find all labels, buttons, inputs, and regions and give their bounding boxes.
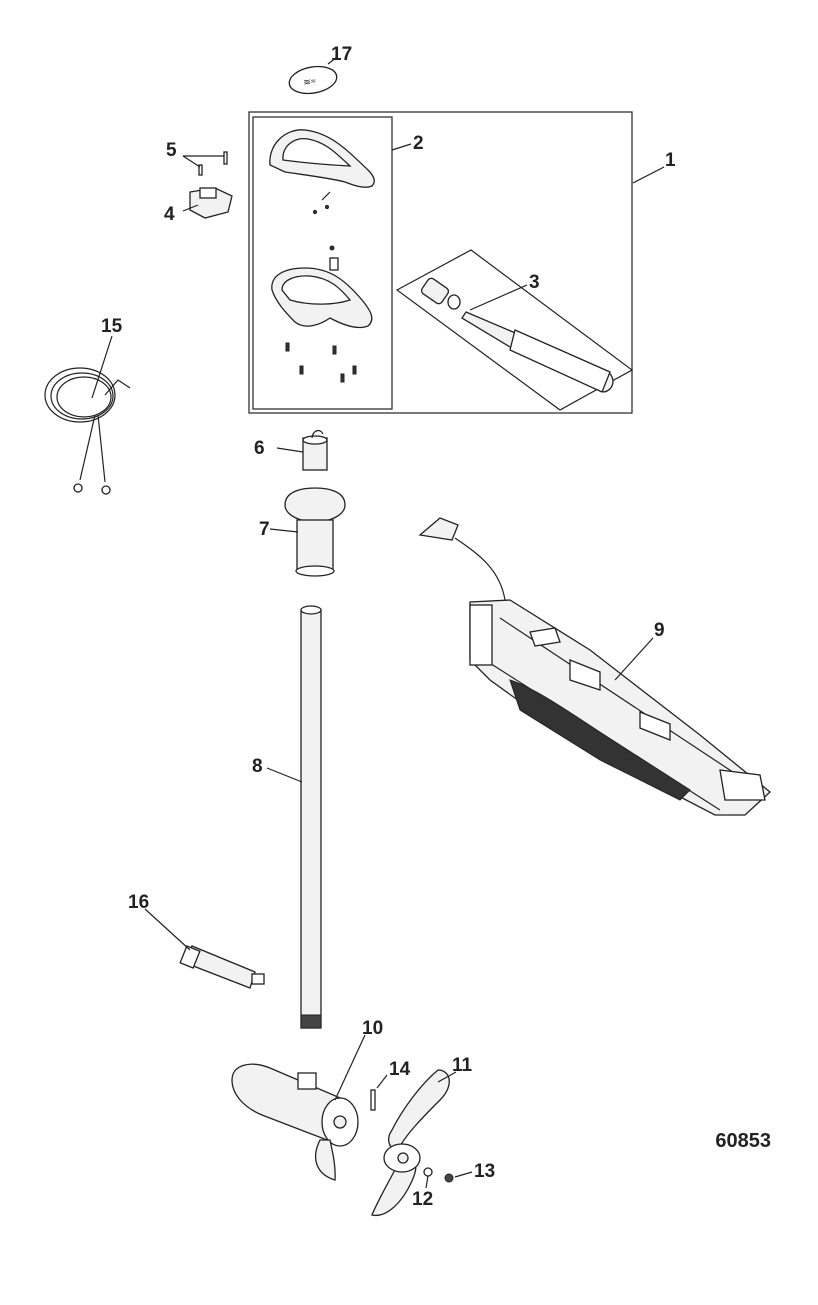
callout-2: 2 bbox=[413, 133, 424, 154]
callout-6: 6 bbox=[254, 438, 265, 459]
part-2-control-head bbox=[269, 129, 375, 383]
part-9-mount bbox=[418, 517, 771, 816]
callout-14: 14 bbox=[389, 1059, 411, 1080]
part-13-nut bbox=[444, 1173, 454, 1183]
part-10-motor bbox=[231, 1063, 359, 1181]
figure-number: 60853 bbox=[715, 1130, 771, 1152]
callout-16: 16 bbox=[128, 892, 149, 913]
part-7-knob bbox=[284, 487, 346, 577]
callout-3: 3 bbox=[529, 272, 540, 293]
callout-7: 7 bbox=[259, 519, 270, 540]
callout-15: 15 bbox=[101, 316, 123, 337]
callout-12: 12 bbox=[412, 1189, 433, 1210]
part-17-decal: ≋≈ bbox=[288, 65, 338, 95]
leader-lines bbox=[91, 56, 665, 1189]
callout-9: 9 bbox=[654, 620, 665, 641]
part-12-washer bbox=[423, 1167, 433, 1177]
part-11-propeller bbox=[371, 1069, 450, 1217]
part-4-switch bbox=[189, 187, 233, 219]
part-14-drive-pin bbox=[370, 1089, 376, 1111]
assembly-box-3 bbox=[395, 249, 634, 411]
callout-11: 11 bbox=[452, 1055, 473, 1076]
part-5-pins bbox=[198, 151, 228, 176]
callout-10: 10 bbox=[362, 1018, 383, 1039]
callout-1: 1 bbox=[665, 150, 676, 171]
part-6-collar bbox=[302, 429, 328, 471]
callout-4: 4 bbox=[164, 204, 175, 225]
part-15-cable bbox=[44, 367, 131, 495]
callout-17: 17 bbox=[331, 44, 352, 65]
part-8-shaft bbox=[300, 605, 322, 1029]
callout-5: 5 bbox=[166, 140, 177, 161]
assembly-box-1 bbox=[248, 111, 633, 414]
part-16-grease-tube bbox=[179, 945, 265, 989]
assembly-box-2 bbox=[252, 116, 393, 410]
callout-8: 8 bbox=[252, 756, 263, 777]
svg-text:≋≈: ≋≈ bbox=[302, 76, 316, 88]
part-3-handle bbox=[420, 277, 614, 393]
callout-13: 13 bbox=[474, 1161, 495, 1182]
